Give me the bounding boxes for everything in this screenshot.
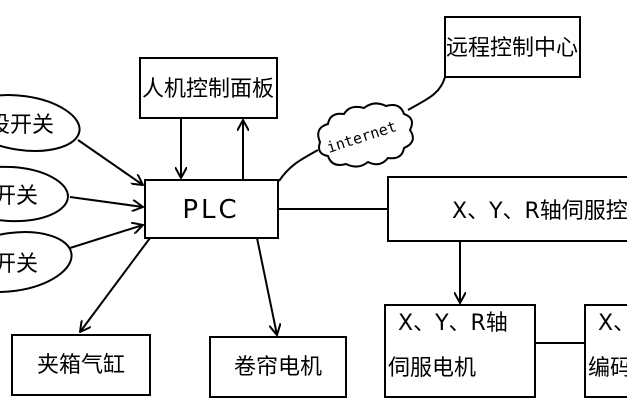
switch-node-1: 设开关 <box>0 94 81 152</box>
servo-motor-label-1: X、Y、R轴 <box>398 311 508 336</box>
internet-cloud: internet <box>317 102 414 168</box>
hmi-panel-label: 人机控制面板 <box>142 77 274 102</box>
servo-controller-node: X、Y、R轴伺服控 <box>387 176 627 242</box>
switch-label-3: 开关 <box>0 252 38 277</box>
edge-plc-to-internet <box>278 149 319 182</box>
remote-center-node: 远程控制中心 <box>444 16 581 78</box>
box-cylinder-node: 夹箱气缸 <box>11 334 151 396</box>
encoder-label-1: X、 <box>598 311 627 336</box>
box-cylinder-label: 夹箱气缸 <box>37 353 125 378</box>
plc-node: PLC <box>144 179 279 239</box>
hmi-panel-node: 人机控制面板 <box>139 57 278 119</box>
servo-controller-label: X、Y、R轴伺服控 <box>452 199 627 224</box>
edge-switch2-plc <box>69 196 143 207</box>
edge-plc-to-cylinder <box>80 237 151 332</box>
shutter-motor-node: 卷帘电机 <box>209 336 347 398</box>
encoder-node: X、 编码 <box>584 304 627 398</box>
remote-center-label: 远程控制中心 <box>446 36 578 61</box>
shutter-motor-label: 卷帘电机 <box>234 355 322 380</box>
servo-motor-label-2: 伺服电机 <box>388 356 476 381</box>
servo-motor-node: X、Y、R轴 伺服电机 <box>384 304 536 398</box>
edge-switch3-plc <box>69 225 143 249</box>
edge-plc-to-shutter-motor <box>256 237 277 335</box>
plc-label: PLC <box>182 195 239 225</box>
edge-internet-to-remote <box>407 76 446 111</box>
switch-label-2: 开关 <box>0 184 38 209</box>
encoder-label-2: 编码 <box>588 356 627 381</box>
switch-node-3: 开关 <box>0 231 73 293</box>
switch-node-2: 开关 <box>0 165 69 223</box>
edge-switch1-plc <box>77 139 143 185</box>
switch-label-1: 设开关 <box>0 113 54 138</box>
